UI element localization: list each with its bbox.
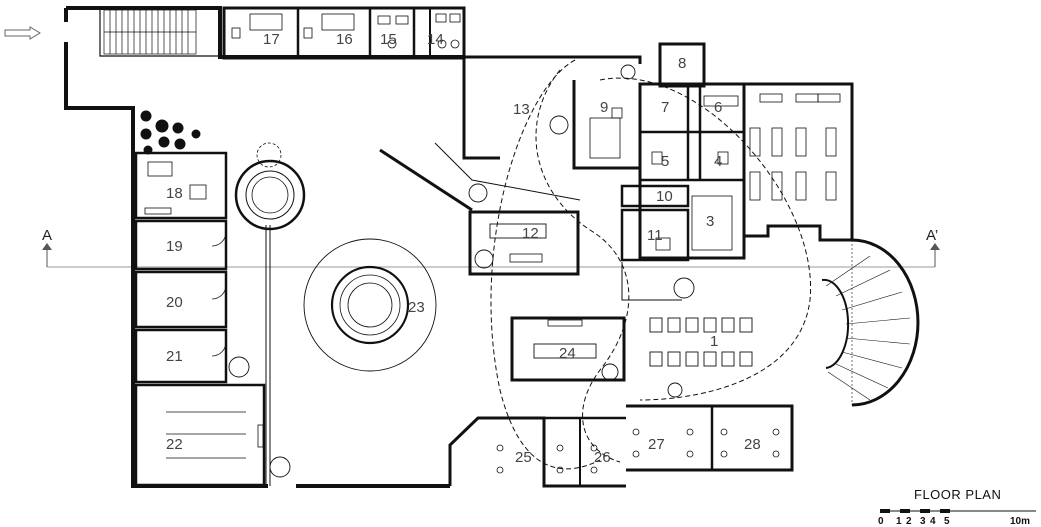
north-stair [103,9,197,55]
title-block: FLOOR PLAN 0 1 2 3 4 5 10m [878,487,1036,527]
scale-end-label: 10m [1010,516,1030,527]
meeting-rooms [468,210,626,382]
main-hall [621,238,920,407]
toilet-blocks [448,404,794,488]
section-start-label: A [42,227,52,244]
north-corridor [99,8,220,57]
room-labels: 1 3 4 5 6 7 8 9 10 11 12 13 14 15 16 17 … [166,31,761,466]
planting-bed [140,110,201,155]
room-label-8: 8 [678,55,686,72]
scale-tick-4: 4 [930,516,936,527]
service-cluster [572,42,746,262]
room-label-22: 22 [166,436,183,453]
room-label-28: 28 [744,436,761,453]
room-label-9: 9 [600,99,608,116]
room-label-13: 13 [513,101,530,118]
room-label-25: 25 [515,449,532,466]
entrance-arrow [4,26,41,40]
room-label-6: 6 [714,99,722,116]
north-rooms [222,6,466,60]
room-label-15: 15 [380,31,397,48]
scale-tick-1: 1 [896,516,902,527]
room-label-1: 1 [710,333,718,350]
room-label-7: 7 [661,99,669,116]
section-end-label: A’ [926,227,938,244]
lounge-shell [462,55,642,160]
room-label-20: 20 [166,294,183,311]
room-label-4: 4 [714,153,722,170]
circulation-paths [490,59,812,470]
scale-tick-0: 0 [878,516,884,527]
scale-tick-3: 3 [920,516,926,527]
room-label-23: 23 [408,299,425,316]
scale-tick-2: 2 [906,516,912,527]
room-label-27: 27 [648,436,665,453]
west-rooms [134,151,266,487]
room-label-10: 10 [656,188,673,205]
dining-hall [744,82,854,242]
room-label-17: 17 [263,31,280,48]
room-label-19: 19 [166,238,183,255]
section-line: A A’ [42,227,940,268]
room-label-24: 24 [559,345,576,362]
room-label-14: 14 [427,31,444,48]
room-label-21: 21 [166,348,183,365]
room-label-11: 11 [647,227,663,244]
plan-title: FLOOR PLAN [914,487,1001,502]
room-label-12: 12 [522,225,539,242]
scale-tick-5: 5 [944,516,950,527]
room-label-16: 16 [336,31,353,48]
room-label-26: 26 [594,449,611,466]
courtyard [228,64,695,486]
room-label-18: 18 [166,185,183,202]
room-label-5: 5 [661,153,669,170]
room-label-3: 3 [706,213,714,230]
